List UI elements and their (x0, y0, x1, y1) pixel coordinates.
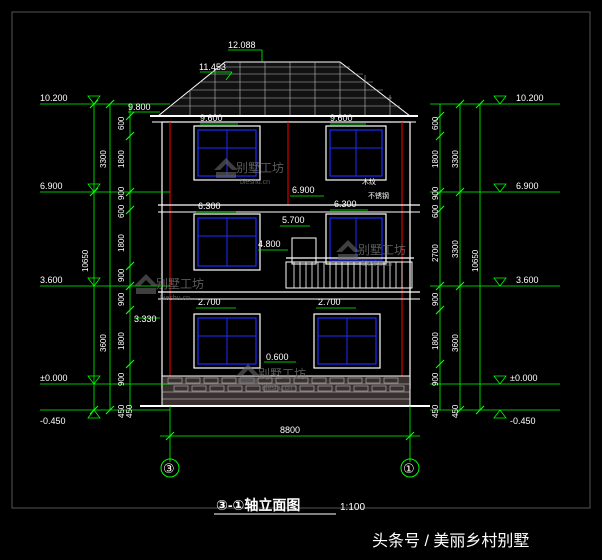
watermarks (134, 158, 360, 384)
watermark-2-text: 别墅工坊 (358, 242, 406, 257)
watermark-logo-4 (236, 364, 260, 384)
balcony-floor-level: 4.800 (258, 239, 281, 249)
drawing-frame (11, 11, 591, 509)
watermark-1-url: bieshu.cn (240, 179, 270, 186)
axis-left-label: ③ (163, 461, 175, 476)
left-dim-1: 1800 (117, 150, 126, 168)
window-head-left-level: 6.300 (198, 201, 221, 211)
balcony-note: 木纹 (362, 177, 376, 186)
overall-width: 8800 (280, 425, 300, 435)
stone-plinth (140, 375, 430, 407)
balcony-note2: 不锈钢 (368, 191, 389, 200)
left-level-roof: 10.200 (40, 93, 68, 103)
window-head-right-level: 6.300 (334, 199, 357, 209)
right-level-floor3: 6.900 (516, 181, 539, 191)
drawing-scale: 1:100 (340, 502, 365, 513)
window-head-low-right-level: 2.700 (318, 297, 341, 307)
right-outer-1: 3300 (451, 240, 460, 258)
watermark-4-url: bieshu.cn (262, 385, 292, 392)
left-outer-0: 3300 (99, 150, 108, 168)
right-dim-4: 2700 (431, 244, 440, 262)
left-level-floor3: 6.900 (40, 181, 63, 191)
parapet-center-right-level: 9.600 (330, 113, 353, 123)
left-dim-5: 900 (117, 268, 126, 282)
left-outer-1: 10650 (81, 249, 90, 272)
left-outer-450: 450 (125, 404, 134, 418)
sill-3330-level: 3.330 (134, 314, 157, 324)
watermark-text: 别墅工坊 bieshu.cn 别墅工坊 bieshu.cn 别墅工坊 biesh… (156, 160, 406, 392)
right-dim-8: 450 (431, 404, 440, 418)
watermark-3-text: 别墅工坊 (156, 276, 204, 291)
entry-level: 0.600 (266, 352, 289, 362)
window-1f-right (313, 313, 381, 369)
axis-right-label: ① (403, 461, 415, 476)
facade-walls (158, 121, 420, 389)
right-dim-7: 900 (431, 372, 440, 386)
left-dim-6: 900 (117, 292, 126, 306)
watermark-4-text: 别墅工坊 (258, 366, 306, 381)
window-1f-left (193, 313, 261, 369)
window-3f-left (193, 125, 261, 181)
right-dim-6: 1800 (431, 332, 440, 350)
balcony (285, 257, 414, 289)
right-level-roof: 10.200 (516, 93, 544, 103)
window-2f-left (193, 213, 261, 271)
watermark-1-text: 别墅工坊 (236, 160, 284, 175)
right-level-grade: -0.450 (510, 416, 536, 426)
watermark-3-url: bieshu.cn (160, 295, 190, 302)
level-lines (40, 49, 560, 462)
footer-credit: 头条号 / 美丽乡村别墅 (372, 532, 529, 550)
parapet-center-left-level: 9.600 (200, 113, 223, 123)
right-level-floor2: 3.600 (516, 275, 539, 285)
labels: 12.088 11.453 10.200 6.900 3.600 ±0.000 … (40, 40, 544, 513)
right-dim-5: 900 (431, 292, 440, 306)
drawing-title: ③-①轴立面图 (216, 497, 300, 513)
watermark-logo-3 (134, 274, 158, 294)
left-dim-4: 1800 (117, 234, 126, 252)
watermark-2-url: bieshu.cn (362, 261, 392, 268)
right-dim-3: 600 (431, 204, 440, 218)
right-outer-2: 3600 (451, 334, 460, 352)
right-dim-0: 600 (431, 116, 440, 130)
left-dim-0: 600 (117, 116, 126, 130)
left-dim-2: 900 (117, 186, 126, 200)
windows (193, 125, 387, 369)
left-level-ground: ±0.000 (40, 373, 67, 383)
balcony-door-level: 5.700 (282, 215, 305, 225)
parapet-left-level: 9.800 (128, 102, 151, 112)
watermark-logo-1 (214, 158, 238, 178)
right-outer-450: 450 (451, 404, 460, 418)
balcony-door (291, 237, 317, 265)
roof (150, 61, 418, 123)
window-head-low-left-level: 2.700 (198, 297, 221, 307)
axis-bubbles (160, 458, 420, 478)
left-dim-7: 1800 (117, 332, 126, 350)
left-level-floor2: 3.600 (40, 275, 63, 285)
ridge-level: 12.088 (228, 40, 256, 50)
eave-level: 11.453 (199, 62, 226, 72)
right-level-ground: ±0.000 (510, 373, 537, 383)
right-outer-0: 3300 (451, 150, 460, 168)
watermark-logo-2 (336, 240, 360, 260)
left-dim-9: 450 (117, 404, 126, 418)
left-dim-3: 600 (117, 204, 126, 218)
right-dim-2: 900 (431, 186, 440, 200)
window-3f-right (325, 125, 387, 181)
balcony-top-level: 6.900 (292, 185, 315, 195)
right-outer-3: 10650 (471, 249, 480, 272)
left-level-grade: -0.450 (40, 416, 66, 426)
left-dim-8: 900 (117, 372, 126, 386)
right-dim-1: 1800 (431, 150, 440, 168)
vertical-dim-labels: 600 1800 900 600 1800 900 900 1800 900 4… (81, 116, 480, 418)
left-outer-3600: 3600 (99, 334, 108, 352)
